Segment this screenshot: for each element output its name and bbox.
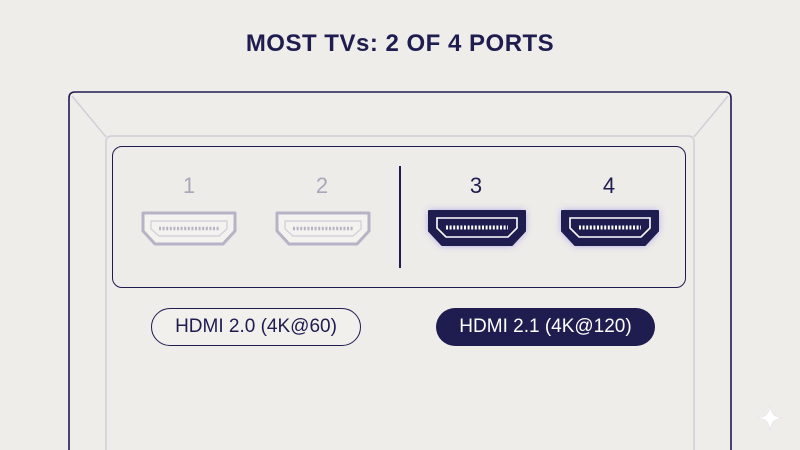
sparkle-icon (756, 404, 784, 432)
hdmi-port-4-icon (561, 210, 659, 246)
hdmi-2-0-badge: HDMI 2.0 (4K@60) (151, 308, 361, 346)
port-1-number: 1 (182, 173, 196, 198)
hdmi-port-2-icon (275, 211, 371, 246)
diagram-title: MOST TVs: 2 OF 4 PORTS (245, 30, 555, 57)
port-2-number: 2 (315, 173, 329, 198)
port-3-number: 3 (469, 173, 483, 198)
hdmi-port-1-icon (141, 211, 237, 246)
port-group-divider (399, 166, 401, 268)
hdmi-2-1-badge: HDMI 2.1 (4K@120) (436, 308, 655, 346)
hdmi-port-3-icon (428, 210, 526, 246)
port-4-number: 4 (602, 173, 616, 198)
